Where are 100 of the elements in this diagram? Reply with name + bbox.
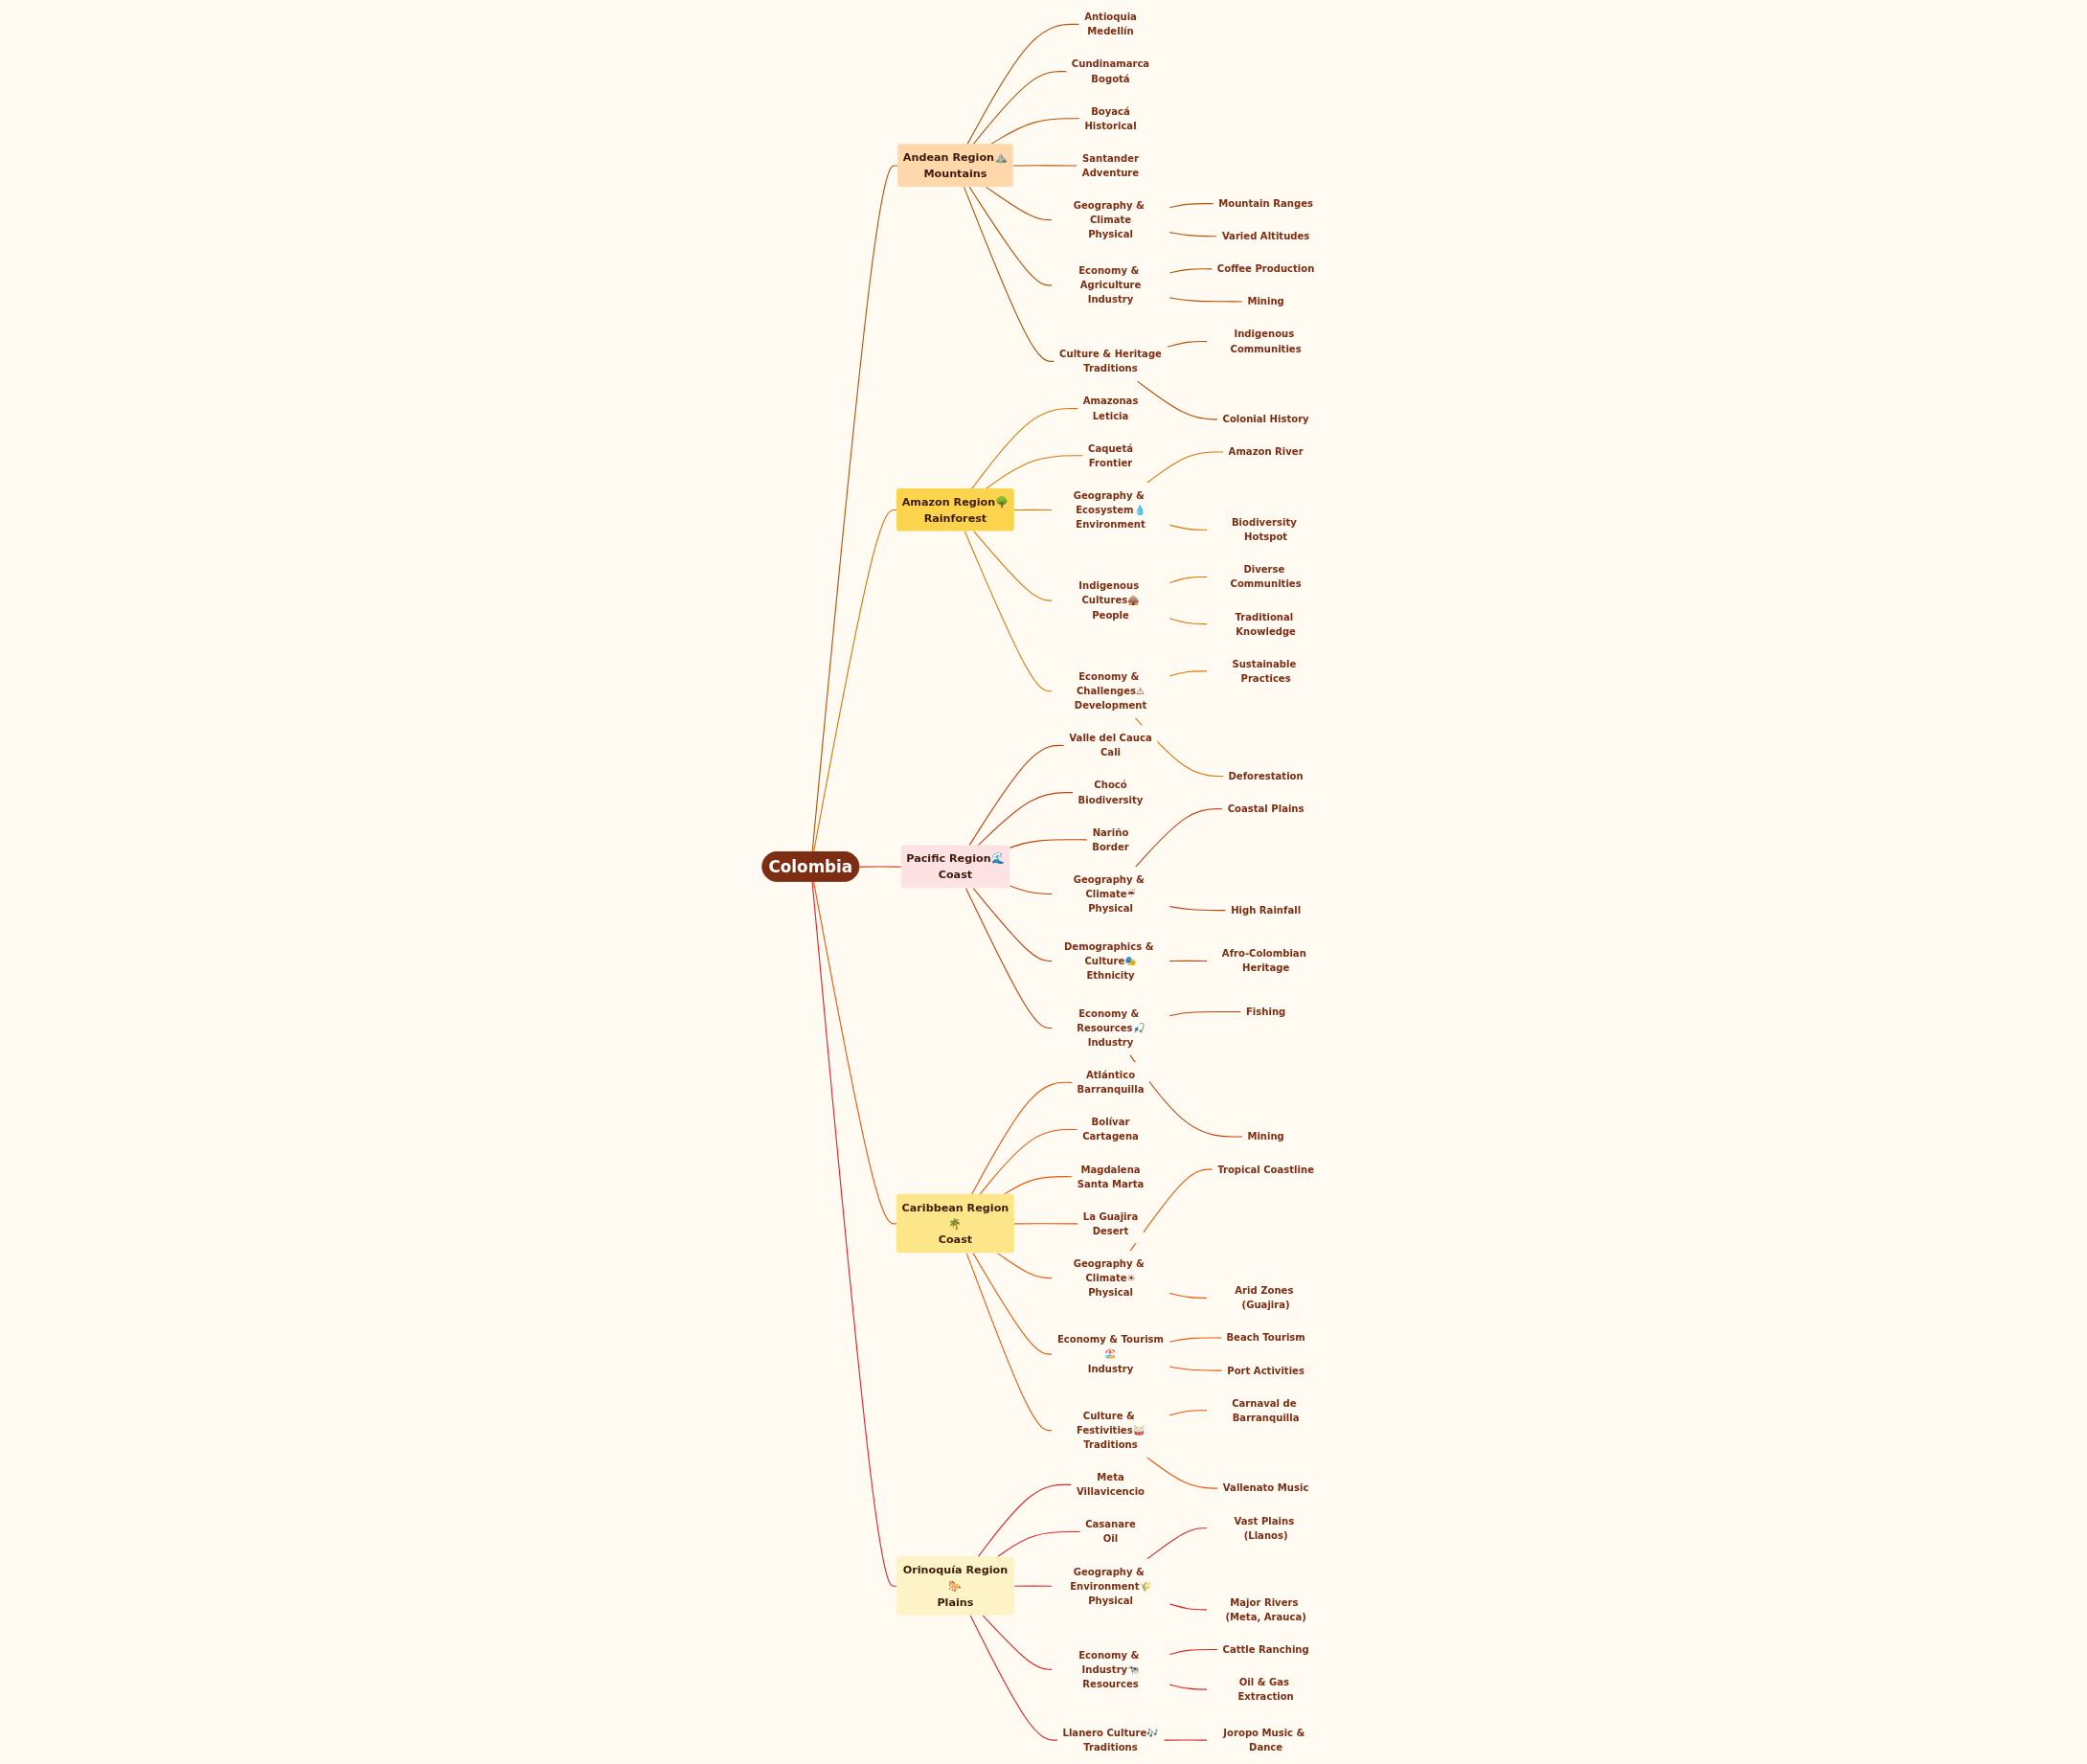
node-text: Cattle Ranching [1222, 1643, 1309, 1656]
connector [1168, 1010, 1242, 1017]
node-text: Biodiversity Hotspot [1231, 516, 1297, 543]
connector [972, 1253, 1053, 1355]
node-text: Cundinamarca Bogotá [1071, 57, 1150, 84]
node-text: Economy & Industry🐄 Resources [1078, 1649, 1140, 1690]
connector [811, 165, 899, 853]
node-text: Arid Zones (Guajira) [1235, 1284, 1294, 1311]
node-box: Pacific Region🌊 Coast [900, 845, 1010, 889]
connector [1168, 576, 1208, 584]
connector [1168, 1684, 1208, 1690]
node-text: Geography & Ecosystem💧 Environment [1073, 489, 1146, 531]
node-text: Major Rivers (Meta, Arauca) [1225, 1596, 1306, 1623]
node-text: Llanero Culture🎶 Traditions [1062, 1727, 1159, 1753]
connector [812, 881, 897, 1225]
node-text: Coffee Production [1216, 262, 1315, 275]
connector [1168, 524, 1208, 531]
node-text: Coastal Plains [1227, 803, 1304, 815]
node-text: Nariño Border [1092, 826, 1129, 852]
connector [972, 71, 1068, 146]
connector [1163, 1739, 1208, 1741]
connector [1168, 960, 1208, 962]
connector [1168, 905, 1227, 912]
connector [1168, 1410, 1208, 1416]
node-text: Santander Adventure [1081, 152, 1140, 179]
connector [1009, 885, 1053, 895]
node-text: Meta Villavicencio [1077, 1471, 1146, 1498]
connector [964, 186, 1055, 362]
node-text: Demographics & Culture🎭 Ethnicity [1063, 940, 1154, 982]
node-text: Carnaval de Barranquilla [1232, 1397, 1300, 1423]
node-text: Chocó Biodiversity [1078, 779, 1144, 805]
connector [1134, 808, 1223, 868]
connector [812, 509, 897, 853]
node-text: Casanare Oil [1085, 1518, 1136, 1545]
node-text: Geography & Climate☔ Physical [1073, 873, 1145, 915]
connector [986, 186, 1053, 221]
connector [977, 1483, 1073, 1558]
connector [977, 792, 1074, 847]
connector [811, 881, 897, 1587]
connector [1168, 1366, 1223, 1371]
connector [986, 455, 1084, 489]
connector [979, 1128, 1078, 1195]
node-text: Culture & Heritage Traditions [1059, 348, 1162, 374]
connector [1168, 232, 1218, 237]
connector [1146, 1527, 1208, 1560]
node-text: Economy & Resources🎣 Industry [1077, 1007, 1145, 1049]
node-text: Geography & Climate☀ Physical [1073, 1257, 1145, 1299]
node-text: Bolívar Cartagena [1082, 1116, 1139, 1142]
connector [1013, 509, 1053, 511]
connector [973, 531, 1053, 601]
connector [1168, 670, 1208, 677]
node-box: Andean Region⛰ Mountains [897, 144, 1013, 188]
connector [858, 866, 902, 868]
node-text: Indigenous Cultures🛖 People [1078, 579, 1140, 621]
node-text: Mining [1247, 1130, 1284, 1142]
connector [1168, 1603, 1208, 1611]
connector [964, 531, 1053, 692]
connector [968, 744, 1065, 847]
connector [1168, 268, 1214, 274]
connector [1009, 839, 1088, 848]
node-text: Vast Plains (Llanos) [1234, 1515, 1295, 1541]
node-text: Geography & Environment🌾 Physical [1070, 1566, 1151, 1606]
connector [969, 1615, 1058, 1741]
node-text: Mining [1247, 295, 1284, 307]
node-text: Geography & Climate Physical [1073, 199, 1145, 240]
node-box: Caribbean Region🌴 Coast [896, 1193, 1014, 1254]
node-text: Beach Tourism [1226, 1331, 1305, 1344]
connector [1168, 1337, 1222, 1343]
connector [965, 1253, 1053, 1432]
node-text: Antioquia Medellín [1084, 11, 1137, 37]
connector [1168, 297, 1243, 303]
node-text: Magdalena Santa Marta [1077, 1164, 1145, 1189]
connector [971, 408, 1078, 489]
node-text: Colonial History [1222, 413, 1309, 425]
node-text: Port Activities [1227, 1365, 1304, 1376]
node-text: Caquetá Frontier [1088, 442, 1133, 468]
node-text: Oil & Gas Extraction [1237, 1676, 1294, 1703]
node-text: Varied Altitudes [1221, 230, 1310, 242]
node-text: Indigenous Communities [1230, 328, 1302, 354]
connector [1003, 1176, 1073, 1195]
connector [982, 1615, 1053, 1670]
connector [1168, 1292, 1208, 1299]
connector [1013, 1223, 1078, 1225]
connector [966, 23, 1080, 146]
connector [1168, 203, 1214, 209]
connector [1167, 340, 1208, 348]
node-text: Economy & Tourism🏖 Industry [1056, 1333, 1165, 1374]
node-text: Mountain Ranges [1218, 197, 1313, 210]
node-text: Joropo Music & Dance [1223, 1727, 1305, 1753]
connector [1146, 451, 1224, 484]
node-text: Vallenato Music [1222, 1482, 1309, 1494]
connector [990, 118, 1080, 146]
node-text: Tropical Coastline [1217, 1164, 1314, 1175]
connector [1168, 618, 1208, 625]
connector [997, 1253, 1053, 1279]
node-box: Amazon Region🌳 Rainforest [896, 487, 1014, 531]
node-text: Sustainable Practices [1232, 658, 1297, 685]
node-text: Boyacá Historical [1084, 105, 1137, 131]
node-text: High Rainfall [1231, 904, 1302, 916]
node-text: Diverse Communities [1230, 563, 1302, 590]
